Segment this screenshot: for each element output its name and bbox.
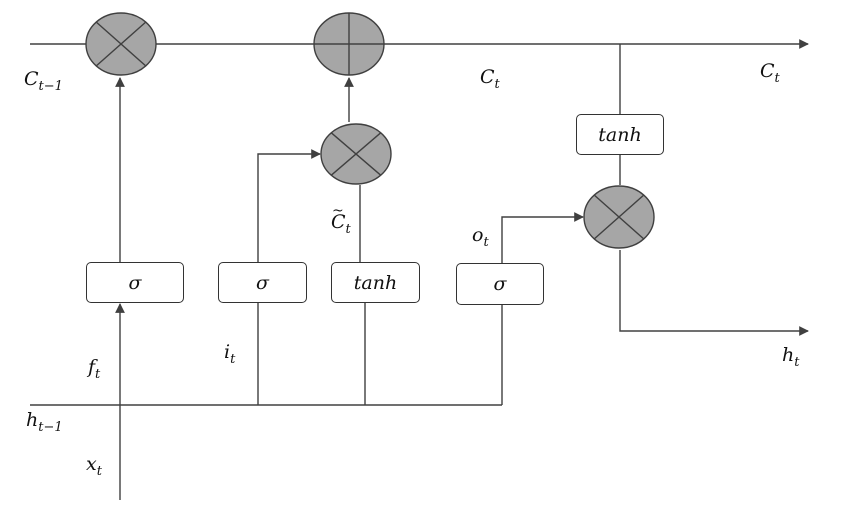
output-gate-sigma-box: σ	[456, 263, 544, 305]
label-f-gate: ft	[88, 356, 101, 382]
label-c-prev: Ct−1	[24, 68, 63, 94]
hidden-output-line	[619, 250, 809, 336]
forget-gate-sigma-box: σ	[86, 262, 184, 303]
label-i-gate: it	[224, 341, 236, 367]
label-c-out: Ct	[760, 60, 780, 86]
label-c-mid: Ct	[480, 66, 500, 92]
forget-multiply-node	[85, 12, 157, 76]
label-c-tilde: ~Ct	[331, 203, 351, 237]
output-multiply-node	[583, 185, 655, 249]
input-gate-to-mult	[257, 149, 321, 262]
input-multiply-node	[320, 123, 392, 185]
candidate-tanh-box: tanh	[331, 262, 420, 303]
cell-tanh-box: tanh	[576, 114, 664, 155]
output-gate-to-mult	[501, 212, 584, 263]
cell-add-node	[313, 12, 385, 76]
label-h-out: ht	[782, 344, 800, 370]
input-gate-sigma-box: σ	[218, 262, 307, 303]
label-h-prev: ht−1	[26, 409, 63, 435]
label-o-gate: ot	[472, 224, 489, 250]
label-x-in: xt	[86, 453, 102, 479]
